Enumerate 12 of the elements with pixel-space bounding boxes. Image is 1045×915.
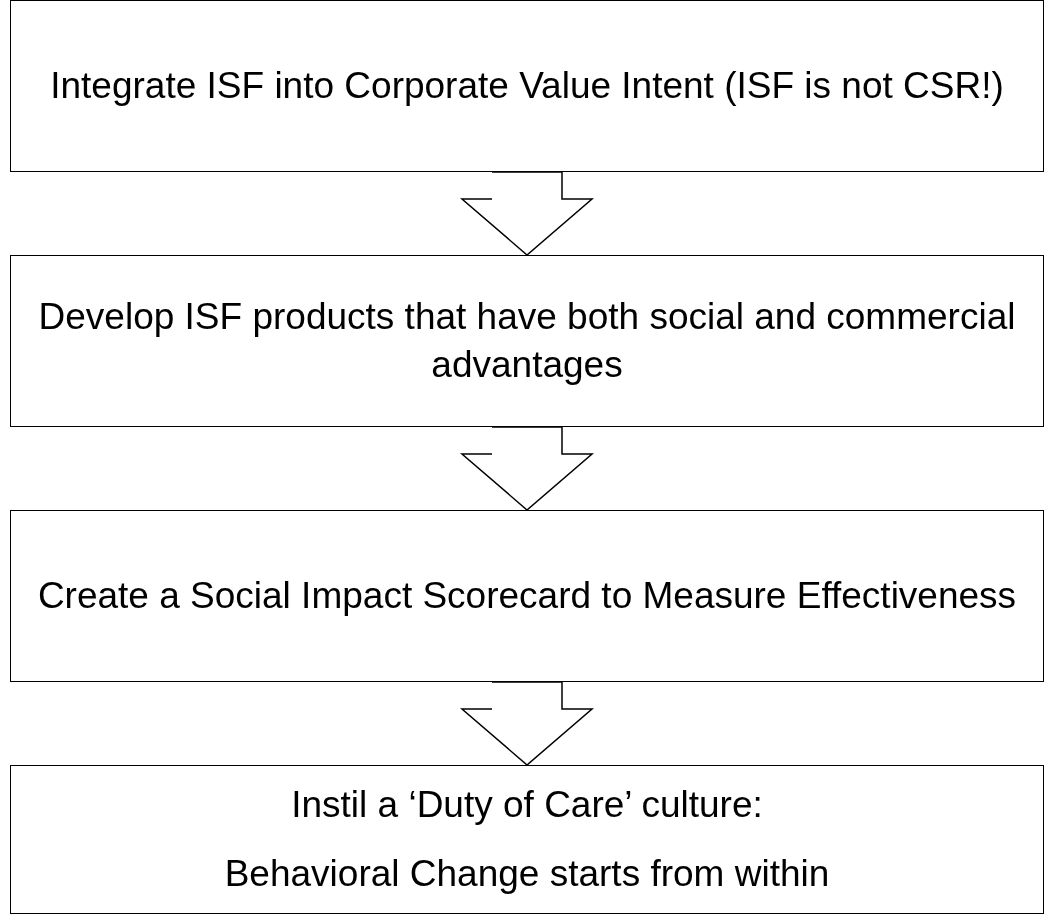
box-text: Instil a ‘Duty of Care’ culture: [291,783,763,828]
process-box [10,765,1044,914]
block-arrow [460,171,594,256]
box-text: Develop ISF products that have both social and commercial advantages [37,294,1017,387]
box-text: Integrate ISF into Corporate Value Intent (ISF is not CSR!) [50,63,1004,108]
box-text: Create a Social Impact Scorecard to Measure Effectiveness [37,573,1017,618]
process-box [10,510,1044,682]
box-text: Behavioral Change starts from within [224,851,830,896]
block-arrow [460,681,594,766]
process-box [10,0,1044,172]
block-arrow [460,426,594,511]
process-box [10,255,1044,427]
